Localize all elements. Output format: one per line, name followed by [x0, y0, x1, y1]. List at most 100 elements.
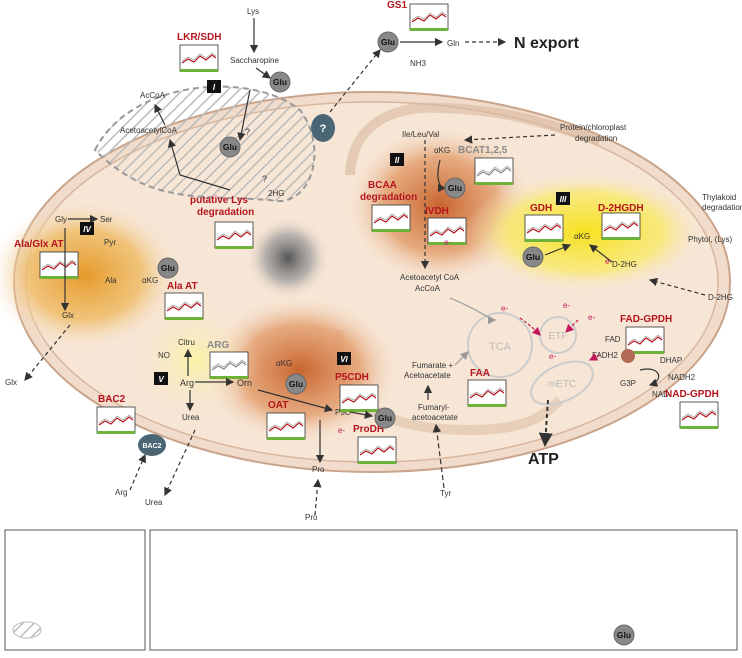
glu-saccharopine	[269, 71, 291, 93]
glu-p5cdh	[374, 407, 396, 429]
mini-chart-bac2-profile	[98, 416, 134, 426]
mini-chart-oat	[266, 412, 306, 440]
glu-label: Glu	[381, 37, 395, 47]
glu-label: Glu	[223, 142, 237, 152]
metabolite-akg-vi: αKG	[276, 359, 292, 368]
mini-chart-bcaa	[371, 204, 411, 232]
thylakoid: Thylakoid	[702, 193, 736, 202]
mini-chart-arg-bg-lines	[211, 359, 247, 369]
protein-chloroplast: Protein/chloroplast	[560, 123, 627, 132]
metabolite-accoa-ii: AcCoA	[415, 284, 441, 293]
metabolite-gly: Gly	[55, 215, 67, 224]
enzyme-ala-at: Ala AT	[167, 281, 198, 292]
transporter-question: ?	[320, 123, 327, 135]
metabolite-p5c: P5C	[335, 408, 351, 417]
mini-chart-gs1	[409, 3, 449, 31]
mini-chart-oat-bg-lines	[268, 420, 304, 430]
mini-chart-lys-degradation	[214, 221, 254, 249]
mini-chart-gdh-bar	[525, 239, 563, 242]
section-v-label: V	[158, 375, 164, 384]
enzyme-nad-gpdh: NAD-GPDH	[665, 389, 719, 400]
mini-chart-lys-degradation-profile	[216, 231, 252, 241]
mini-chart-p5cdh-bar	[340, 409, 378, 412]
glu-export	[329, 49, 381, 113]
section-i-label: I	[213, 83, 216, 92]
glu-label: Glu	[161, 263, 175, 273]
mini-chart-ala-at-bar	[165, 317, 203, 320]
mini-chart-bcaa-bg-lines	[373, 212, 409, 222]
mini-chart-ala-at	[164, 292, 204, 320]
mini-chart-prodh-bg-lines	[359, 444, 395, 454]
section-ii-label: II	[395, 156, 400, 165]
enzyme-putative-lys: putative Lys	[190, 195, 248, 206]
metabolite-urea: Urea	[182, 413, 200, 422]
unknown-step: ?	[245, 127, 250, 137]
metabolite-nadh2: NADH2	[668, 373, 696, 382]
electron-1: e-	[605, 257, 612, 266]
d2hg-to-akg	[589, 244, 613, 263]
protein-to-bcaa	[463, 134, 556, 144]
metabolite-d2hg-outer: D-2HG	[708, 293, 733, 302]
glu-gdh	[522, 246, 544, 268]
metabolite-acetoacetylcoa: AcetoacetylCoA	[120, 126, 178, 135]
bac2-transporter-label: BAC2	[142, 443, 161, 450]
metabolite-nad: NAD	[652, 390, 669, 399]
mini-chart-bcat	[474, 157, 514, 185]
section-iv	[80, 222, 94, 235]
atp-label: ATP	[528, 451, 559, 468]
metabolite-tyr: Tyr	[440, 489, 451, 498]
electron-4: e-	[549, 352, 556, 361]
metabolite-accoa: AcCoA	[140, 91, 166, 100]
metabolite-urea-out: Urea	[145, 498, 163, 507]
mini-chart-arg-profile	[211, 361, 247, 371]
fad-gpdh-complex	[621, 349, 635, 363]
glu-pool	[246, 216, 330, 300]
metabolite-orn: Orn	[237, 378, 252, 388]
bac2-transporter	[138, 434, 166, 456]
mini-chart-bcaa-profile	[373, 214, 409, 224]
e-flow-1	[519, 317, 541, 336]
mini-chart-oat-bar	[267, 437, 305, 440]
accoa-to-tca	[449, 297, 497, 325]
protein-chloroplast-2: degradation	[575, 134, 617, 143]
mini-chart-fad-gpdh-bg-lines	[627, 334, 663, 344]
enzyme-lkr-sdh: LKR/SDH	[177, 32, 221, 43]
metabolite-arg: Arg	[180, 378, 194, 388]
section-v	[154, 372, 168, 385]
unknown-localization-region	[93, 85, 316, 203]
electron-0: e-	[444, 238, 451, 247]
mini-chart-lys-degradation-bg-lines	[216, 229, 252, 239]
metabolite-gln: Gln	[447, 39, 459, 48]
section-iii-label: III	[560, 195, 567, 204]
mini-chart-d2hgdh-bar	[602, 237, 640, 240]
e-flow-3	[588, 353, 601, 361]
mini-chart-p5cdh-bg-lines	[341, 392, 377, 402]
metabolite-nh3: NH3	[410, 59, 427, 68]
urea-export	[164, 429, 196, 497]
electron-6: e-	[338, 426, 345, 435]
mini-chart-bac2	[96, 406, 136, 434]
section-ii	[390, 153, 404, 166]
metabolite-ala: Ala	[105, 276, 117, 285]
mini-chart-ala-glx-at-bar	[40, 276, 78, 279]
section-vi	[337, 352, 351, 365]
glu-bcat	[444, 177, 466, 199]
enzyme-oat: OAT	[268, 400, 288, 411]
metabolite-saccharopine: Saccharopine	[230, 56, 279, 65]
metc-label: mETC	[548, 379, 576, 390]
mini-chart-bcaa-bar	[372, 229, 410, 232]
metabolite-akg-ii: αKG	[434, 146, 450, 155]
mini-chart-faa	[467, 379, 507, 407]
glu-aspat	[613, 624, 635, 646]
transporter-unknown	[311, 114, 335, 142]
enzyme-gdh: GDH	[530, 203, 552, 214]
fumarate-to-tca	[454, 351, 469, 366]
enzyme-ivdh: IVDH	[425, 206, 449, 217]
akg-to-glu	[437, 159, 447, 193]
mini-chart-lkr-sdh	[179, 44, 219, 72]
mini-chart-p5cdh	[339, 384, 379, 412]
legend-unknown-swatch	[12, 621, 42, 639]
mini-chart-fad-gpdh-bar	[626, 351, 664, 354]
